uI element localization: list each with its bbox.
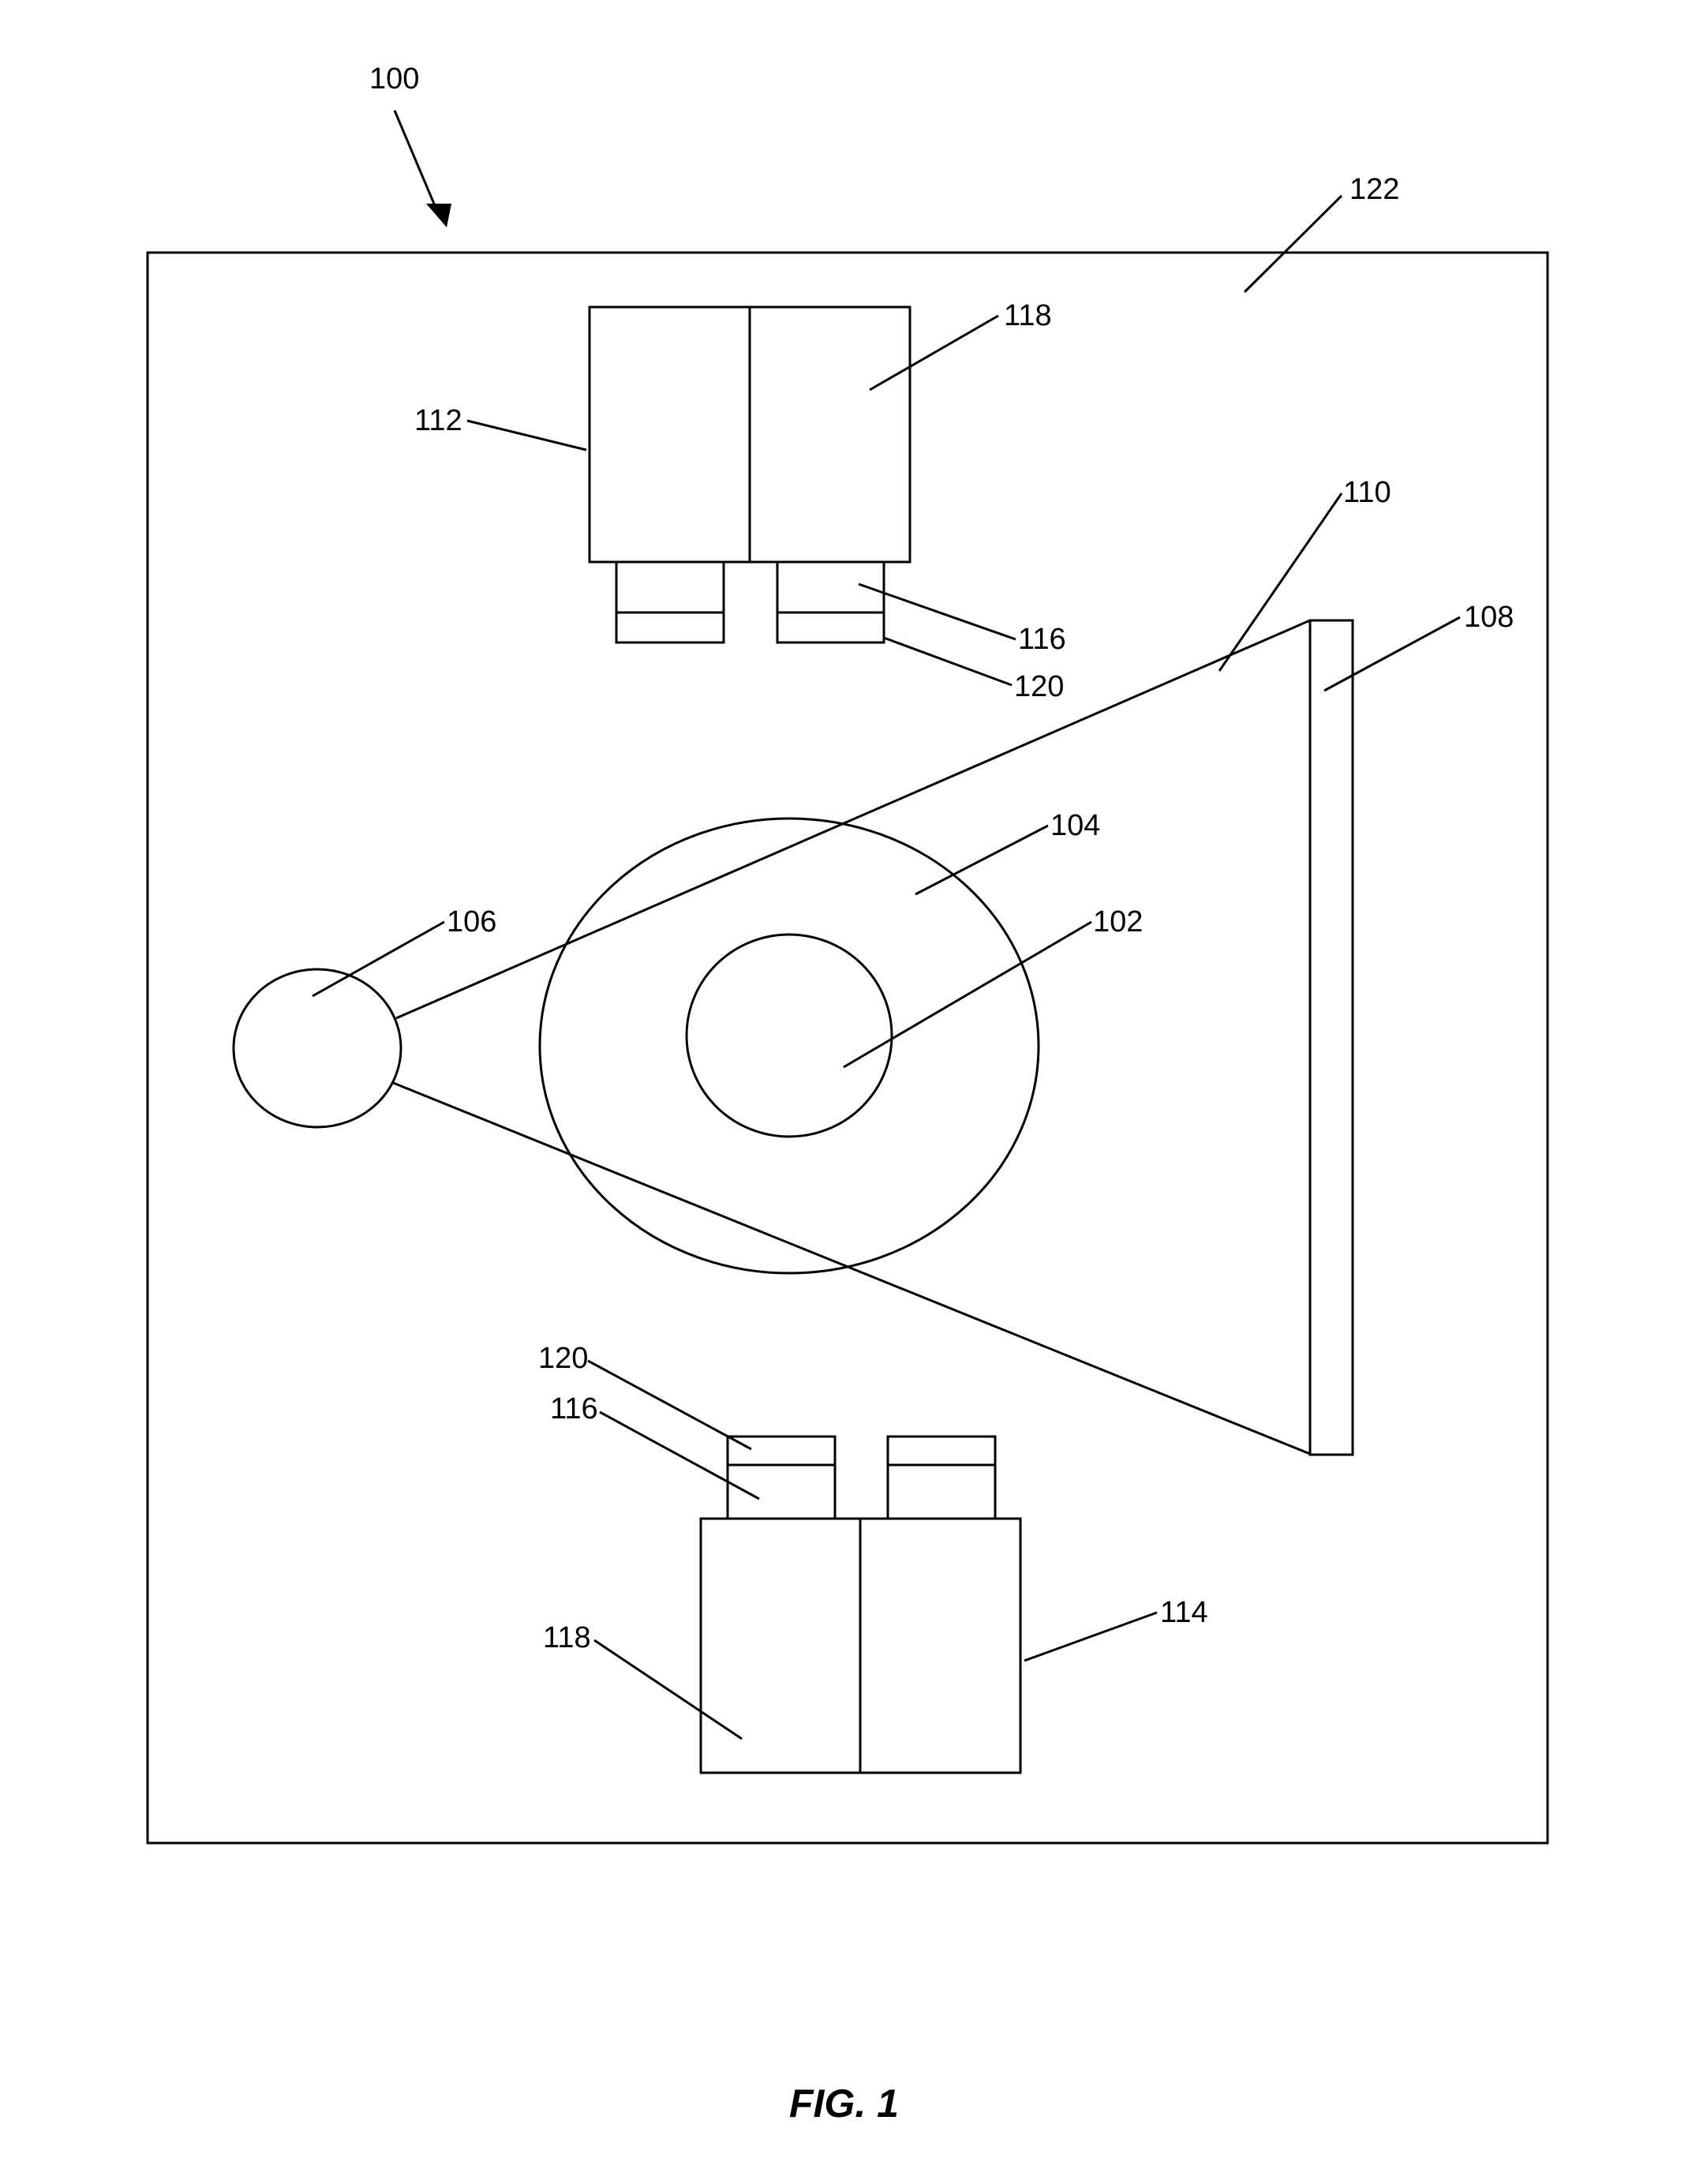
leader-112: [467, 421, 586, 450]
bottom-left-filter: [728, 1437, 835, 1465]
beam-lower-edge: [391, 1082, 1310, 1454]
label-100: 100: [369, 62, 419, 96]
top-camera-right-body: [750, 307, 910, 562]
top-right-filter: [777, 612, 884, 642]
label-120-bottom: 120: [538, 1342, 588, 1375]
leader-122: [1245, 196, 1342, 292]
label-118-top: 118: [1004, 299, 1052, 332]
outer-ring: [540, 819, 1039, 1273]
arrowhead-100: [426, 204, 451, 227]
leader-120-bottom: [588, 1361, 751, 1449]
label-116-bottom: 116: [550, 1392, 598, 1425]
leader-102: [844, 922, 1091, 1067]
top-left-lens: [616, 562, 724, 612]
bottom-camera-unit: [701, 1437, 1020, 1773]
label-106: 106: [447, 905, 496, 938]
inner-object: [687, 935, 892, 1137]
leader-106: [313, 922, 444, 996]
label-116-top: 116: [1018, 623, 1066, 656]
bottom-right-filter: [888, 1437, 995, 1465]
label-114: 114: [1160, 1596, 1208, 1629]
leader-104: [915, 826, 1048, 894]
figure-caption: FIG. 1: [789, 2081, 899, 2126]
top-camera-left-body: [590, 307, 750, 562]
bottom-camera-right-body: [860, 1519, 1020, 1773]
bottom-camera-left-body: [701, 1519, 860, 1773]
label-102: 102: [1093, 905, 1143, 938]
leader-114: [1024, 1613, 1157, 1661]
leader-120-top: [884, 638, 1012, 685]
label-118-bottom: 118: [543, 1621, 591, 1654]
label-120-top: 120: [1014, 670, 1064, 703]
label-110: 110: [1343, 476, 1391, 509]
top-left-filter: [616, 612, 724, 642]
top-camera-unit: [590, 307, 910, 642]
label-108: 108: [1464, 601, 1514, 634]
leader-100: [395, 111, 438, 213]
beam-upper-edge: [396, 620, 1310, 1018]
detector-panel: [1310, 620, 1353, 1455]
label-112: 112: [414, 404, 462, 437]
bottom-right-lens: [888, 1465, 995, 1519]
label-122: 122: [1350, 173, 1399, 206]
label-104: 104: [1050, 809, 1100, 842]
